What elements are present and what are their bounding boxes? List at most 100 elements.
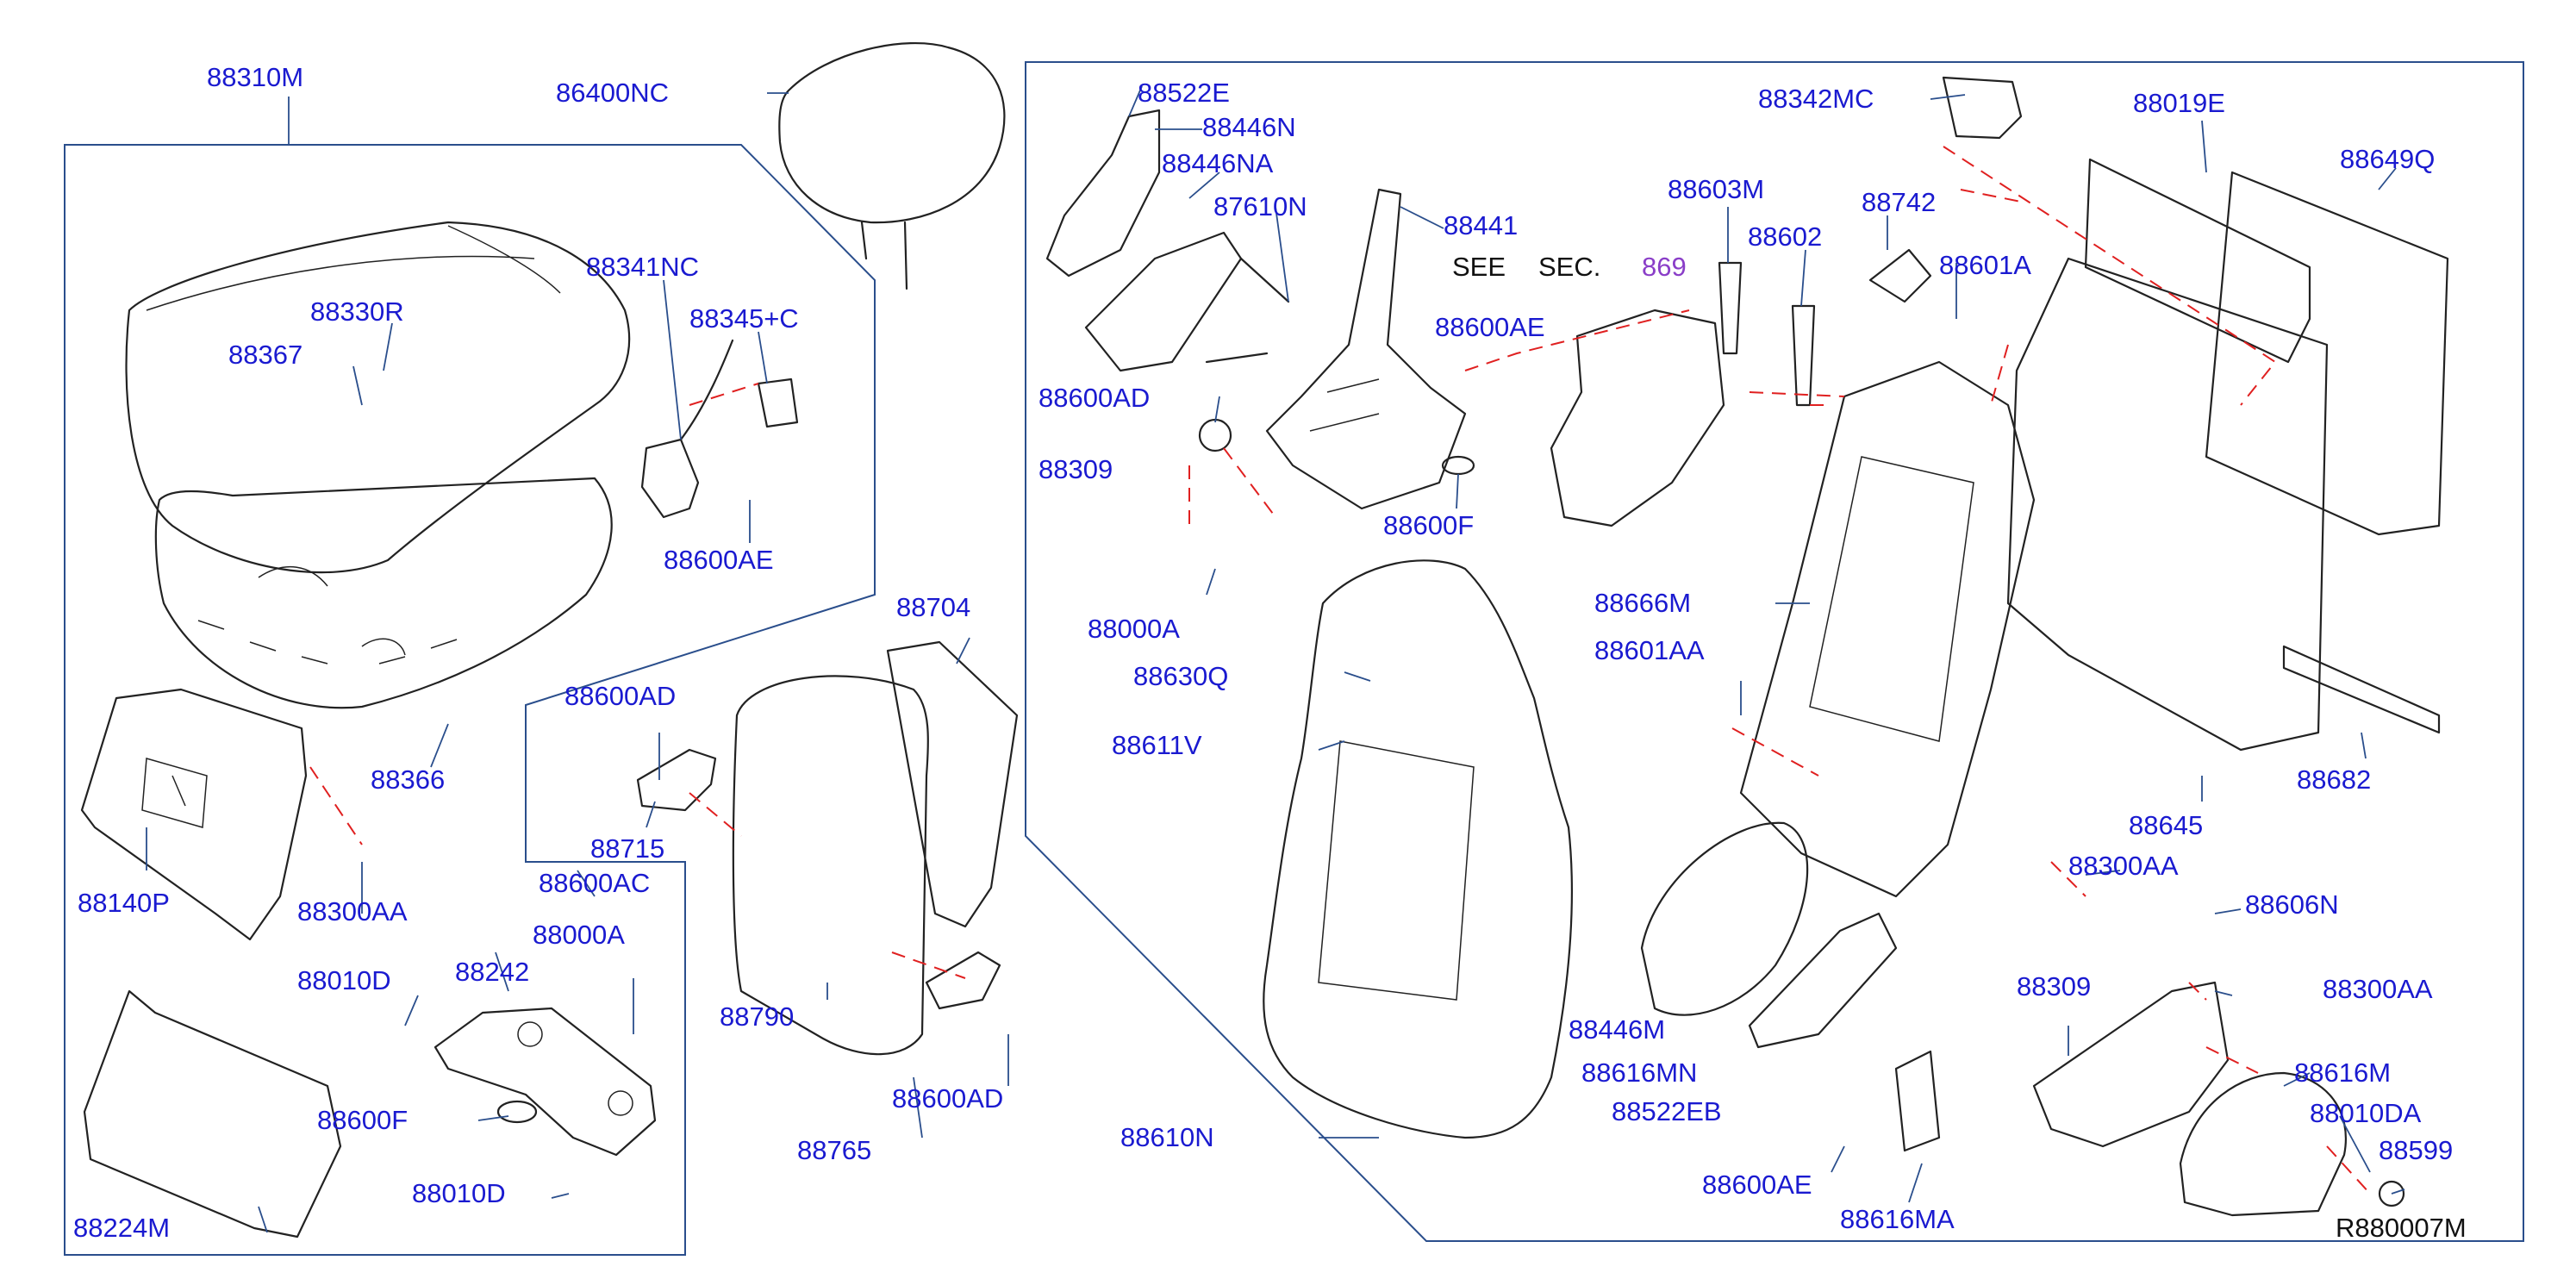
label-88446N: 88446N xyxy=(1202,112,1296,142)
label-88441: 88441 xyxy=(1444,210,1518,240)
armrest-back-panel xyxy=(886,640,1019,928)
label-88242: 88242 xyxy=(455,957,529,987)
label-88309-top: 88309 xyxy=(1039,454,1113,484)
label-88599: 88599 xyxy=(2379,1135,2453,1165)
label-88310M: 88310M xyxy=(207,62,303,92)
hinge-hole-2 xyxy=(608,1090,633,1116)
armrest-pad xyxy=(732,675,929,1056)
label-88000A-right: 88000A xyxy=(1088,614,1180,644)
left-group-frame xyxy=(64,144,876,1256)
bracket-88616MN xyxy=(1748,912,1898,1049)
cover-88616M xyxy=(2179,1071,2347,1217)
label-88600AD-armrest: 88600AD xyxy=(892,1083,1003,1114)
rail-88682 xyxy=(2282,645,2441,734)
label-88600AD-left: 88600AD xyxy=(564,681,676,711)
label-88140P: 88140P xyxy=(78,888,170,918)
seat-back-pad xyxy=(1263,559,1574,1139)
strap-88345 xyxy=(757,377,799,428)
label-88309-bottom: 88309 xyxy=(2017,971,2091,1001)
seat-back-pad-inner xyxy=(1318,740,1475,1001)
label-88367: 88367 xyxy=(228,340,303,370)
cable-87610N xyxy=(1205,257,1290,364)
label-88603M: 88603M xyxy=(1668,174,1764,204)
label-88522E: 88522E xyxy=(1138,78,1230,108)
label-88616MA: 88616MA xyxy=(1840,1204,1955,1234)
label-88010D-top: 88010D xyxy=(297,965,391,995)
label-88666M: 88666M xyxy=(1594,588,1691,618)
cap-88309 xyxy=(1198,418,1232,452)
seat-back-frame xyxy=(1739,360,2036,898)
mat-88649Q xyxy=(2205,171,2449,536)
seat-cushion-frame xyxy=(154,477,613,709)
link-lines xyxy=(309,146,2371,1195)
label-88600AE-left: 88600AE xyxy=(664,545,774,575)
right-group-frame xyxy=(1025,61,2524,1242)
label-88345-c: 88345+C xyxy=(689,303,799,334)
label-88600AE-mid: 88600AE xyxy=(1435,312,1545,342)
cushion-bracket-holes xyxy=(141,758,208,828)
cover-88446M xyxy=(1640,821,1809,1016)
label-88446M: 88446M xyxy=(1569,1014,1665,1045)
seat-cushion-pad xyxy=(125,221,631,574)
label-88522EB: 88522EB xyxy=(1612,1096,1722,1126)
label-88330R: 88330R xyxy=(310,296,404,327)
label-88224M: 88224M xyxy=(73,1213,170,1243)
reference-code: R880007M xyxy=(2336,1213,2467,1243)
seat-cushion-seam xyxy=(146,225,561,311)
label-88601AA: 88601AA xyxy=(1594,635,1705,665)
label-88446NA: 88446NA xyxy=(1162,148,1274,178)
label-88790: 88790 xyxy=(720,1001,794,1032)
label-88010DA: 88010DA xyxy=(2310,1098,2422,1128)
leader-lines xyxy=(146,85,2405,1233)
label-88019E: 88019E xyxy=(2133,88,2225,118)
headrest xyxy=(778,42,1006,224)
label-88611V: 88611V xyxy=(1112,730,1202,760)
washer-88600F-left xyxy=(496,1100,538,1124)
label-88600F-left: 88600F xyxy=(317,1105,408,1135)
plug-88599 xyxy=(2378,1180,2405,1207)
seat-back-frame-inner xyxy=(1809,456,1974,742)
label-88600AE-bottom: 88600AE xyxy=(1702,1170,1812,1200)
label-88715: 88715 xyxy=(590,833,664,864)
label-88602: 88602 xyxy=(1748,221,1822,252)
see-label: SEE xyxy=(1452,252,1506,282)
section-reference-869[interactable]: 869 xyxy=(1642,252,1687,282)
armrest-bracket-88715 xyxy=(636,748,717,812)
belt-guide-88446N xyxy=(1045,109,1161,278)
seat-latch xyxy=(640,339,734,519)
hinge-cover xyxy=(83,989,342,1238)
label-88765: 88765 xyxy=(797,1135,871,1165)
hinge-88606N xyxy=(2032,981,2230,1148)
bracket-88616MA xyxy=(1894,1050,1941,1152)
label-88300AA-mid: 88300AA xyxy=(2068,851,2179,881)
label-88610N: 88610N xyxy=(1120,1122,1214,1152)
label-88630Q: 88630Q xyxy=(1133,661,1228,691)
label-88341NC: 88341NC xyxy=(586,252,699,282)
label-87610N: 87610N xyxy=(1213,191,1307,221)
recliner-holes xyxy=(1309,378,1380,432)
label-88606N: 88606N xyxy=(2245,889,2339,920)
label-88000A-left: 88000A xyxy=(533,920,625,950)
label-88742: 88742 xyxy=(1862,187,1936,217)
label-88600AC: 88600AC xyxy=(539,868,650,898)
label-88300AA-right: 88300AA xyxy=(2323,974,2433,1004)
label-88600F-right: 88600F xyxy=(1383,510,1474,540)
label-88645: 88645 xyxy=(2129,810,2203,840)
label-88616MN: 88616MN xyxy=(1581,1058,1697,1088)
label-88342MC: 88342MC xyxy=(1758,84,1874,114)
label-88616M: 88616M xyxy=(2294,1058,2391,1088)
label-86400NC: 86400NC xyxy=(556,78,669,108)
cover-88666M xyxy=(1550,309,1725,527)
label-88682: 88682 xyxy=(2297,764,2371,795)
hinge-hole-1 xyxy=(517,1021,543,1047)
pin-88603M xyxy=(1718,261,1743,355)
recliner-lever xyxy=(1265,188,1467,510)
label-88366: 88366 xyxy=(371,764,445,795)
backboard-88645 xyxy=(2006,257,2329,752)
headrest-posts xyxy=(860,221,908,290)
knob-88342MC xyxy=(1942,76,2023,140)
label-88649Q: 88649Q xyxy=(2340,144,2435,174)
label-88601A: 88601A xyxy=(1939,250,2031,280)
